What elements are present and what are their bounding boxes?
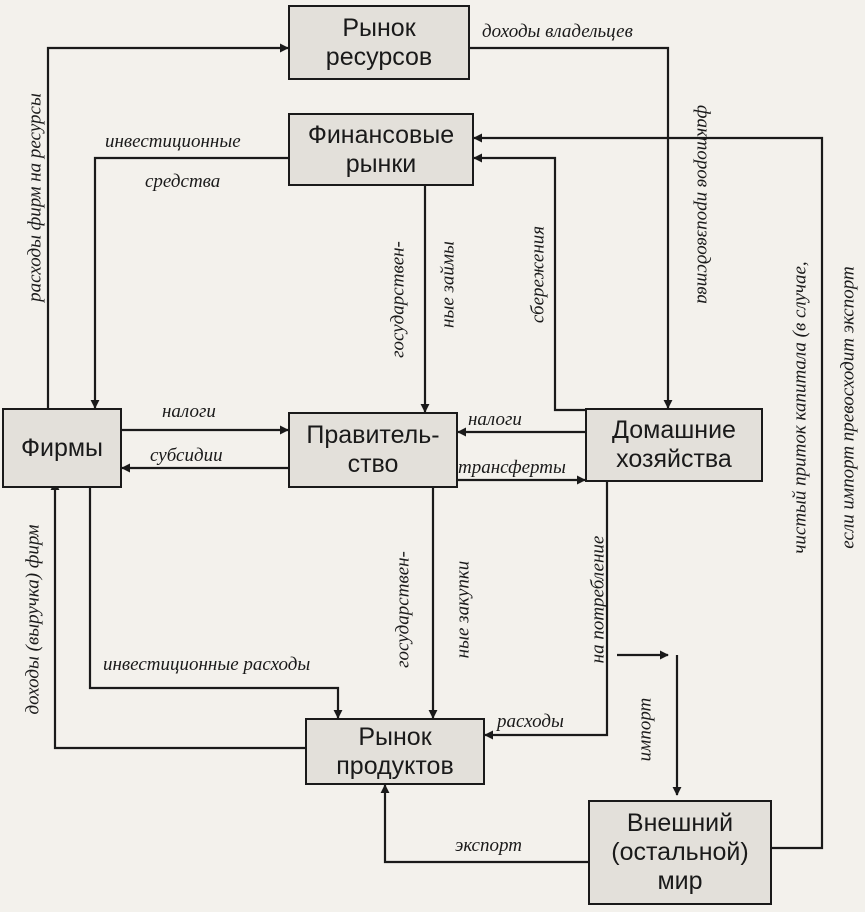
label-import: импорт [634,697,656,762]
label-subsidies: субсидии [150,445,223,466]
firms-box: Фирмы [2,408,122,488]
label-investment-funds-1: инвестиционные [105,131,241,152]
label-firm-revenue: доходы (выручка) фирм [22,524,44,715]
arrow-consumption [484,482,609,740]
label-consumption-spending: расходы [497,711,564,732]
arrow-export [380,784,588,864]
resource-market-box: Рынок ресурсов [288,5,470,80]
arrow-firms-to-resource-market [46,43,289,408]
label-gov-purchases-1: государствен- [392,551,414,668]
arrow-foreign-to-financial [473,133,824,850]
households-box: Домашние хозяйства [585,408,763,482]
label-investment-spending: инвестиционные расходы [103,654,311,675]
arrow-financial-to-firms [90,156,288,409]
financial-markets-box: Финансовые рынки [288,113,474,186]
label-factors-of-production: факторов производства [692,105,714,304]
label-taxes-households: налоги [468,409,522,430]
label-savings: сбережения [527,225,549,324]
label-owners-income: доходы владельцев [482,21,633,42]
arrow-investment-spending [88,488,343,719]
label-net-capital-inflow-2: если импорт превосходит экспорт [837,266,859,549]
label-gov-borrowing-1: государствен- [387,241,409,358]
label-transfers: трансферты [458,457,566,478]
product-market-box: Рынок продуктов [305,718,485,785]
label-investment-funds-2: средства [145,171,221,192]
label-firms-resource-spending: расходы фирм на ресурсы [24,93,46,302]
government-box: Правитель- ство [288,412,458,488]
arrow-resource-market-to-households [470,46,673,409]
label-taxes-firms: налоги [162,401,216,422]
label-consumption: на потребление [587,535,609,664]
foreign-world-box: Внешний (остальной) мир [588,800,772,905]
label-export: экспорт [455,835,522,856]
label-gov-borrowing-2: ные займы [437,241,459,328]
arrow-households-to-financial [473,153,585,412]
label-net-capital-inflow-1: чистый приток капитала (в случае, [789,261,811,554]
arrow-product-market-to-firms [50,481,305,750]
label-gov-purchases-2: ные закупки [452,560,474,659]
